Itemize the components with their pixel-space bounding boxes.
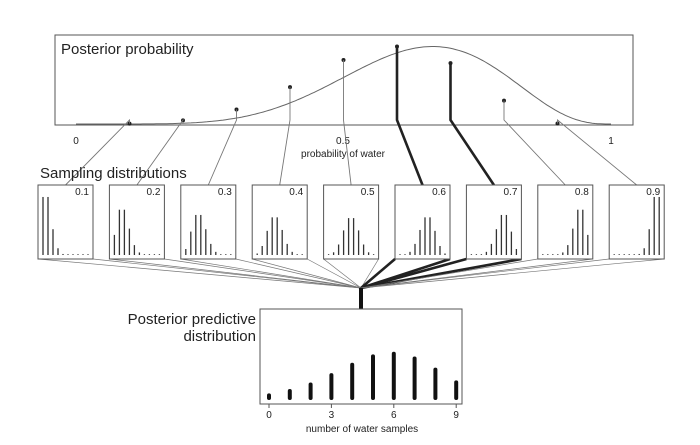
sampling-connector (360, 257, 522, 290)
sampling-panel-frame (251, 184, 308, 260)
predictive-title-line2: distribution (183, 328, 256, 345)
sampling-panel-frame (537, 184, 594, 260)
sampling-connector (360, 258, 379, 289)
sampling-connector (360, 257, 467, 290)
sampling-panel-frame (37, 184, 94, 260)
sampling-panel-label: 0.2 (146, 187, 160, 198)
sampling-connector (360, 258, 538, 289)
sampling-panel-frame (108, 184, 165, 260)
sampling-panel: 0.8 (537, 184, 594, 260)
predictive-tick-label: 0 (266, 410, 272, 421)
sampling-panel: 0.6 (394, 184, 451, 260)
sampling-panel: 0.4 (251, 184, 308, 260)
sampling-panel-frame (394, 184, 451, 260)
posterior-connector (557, 119, 637, 186)
sampling-panel: 0.3 (180, 184, 237, 260)
sampling-panel-label: 0.8 (575, 187, 589, 198)
sampling-panels: 0.1 0.2 0.3 0.4 0.5 0.6 0.7 0.8 0.9 (37, 184, 665, 260)
sampling-panel: 0.9 (608, 184, 665, 260)
sampling-connector (37, 258, 362, 289)
sampling-connector (164, 258, 362, 289)
sampling-panel-frame (465, 184, 522, 260)
posterior-connector (136, 118, 184, 186)
sampling-connector (252, 258, 362, 289)
predictive-title-line1: Posterior predictive (128, 311, 256, 328)
sampling-connector (235, 258, 362, 289)
sampling-panel-label: 0.4 (289, 187, 303, 198)
posterior-tick-1: 1 (608, 136, 614, 147)
sampling-connector (360, 258, 396, 289)
predictive-frame (259, 308, 463, 405)
posterior-connector (207, 109, 237, 186)
sampling-connector (109, 258, 362, 289)
sampling-panel-label: 0.9 (646, 187, 660, 198)
posterior-tick-05: 0.5 (336, 136, 350, 147)
predictive-tick-label: 3 (329, 410, 335, 421)
posterior-connector (343, 60, 352, 186)
sampling-title: Sampling distributions (40, 165, 187, 182)
sampling-panel-frame (323, 184, 380, 260)
sampling-panel-label: 0.3 (218, 187, 232, 198)
sampling-connector (180, 258, 362, 289)
posterior-tick-0: 0 (73, 136, 79, 147)
predictive-panel: Posterior predictive distribution 0 3 6 9 n… (128, 308, 463, 435)
sampling-panel: 0.5 (323, 184, 380, 260)
posterior-connector (279, 87, 291, 186)
posterior-connector (65, 118, 130, 186)
sampling-panel-frame (180, 184, 237, 260)
sampling-to-predictive-connectors (37, 257, 665, 309)
sampling-connector (360, 258, 665, 289)
predictive-tick-label: 6 (391, 410, 397, 421)
sampling-panel-label: 0.6 (432, 187, 446, 198)
predictive-bars (267, 351, 459, 400)
posterior-connector (503, 100, 566, 186)
posterior-panel: Posterior probability 0 0.5 1 probabilit… (54, 34, 634, 160)
posterior-connector (449, 63, 495, 186)
sampling-panel: 0.2 (108, 184, 165, 260)
sampling-panel: 0.7 (465, 184, 522, 260)
predictive-x-ticks: 0 3 6 9 (266, 404, 459, 421)
sampling-panel-frame (608, 184, 665, 260)
predictive-x-axis-label: number of water samples (306, 424, 418, 435)
sampling-panel-label: 0.1 (75, 187, 89, 198)
sampling-connector (360, 258, 610, 289)
predictive-tick-label: 9 (453, 410, 459, 421)
posterior-to-sampling-connectors (65, 46, 637, 186)
posterior-title: Posterior probability (61, 41, 194, 58)
sampling-connector (307, 258, 362, 289)
sampling-connector (323, 258, 362, 289)
sampling-panel-label: 0.7 (503, 187, 517, 198)
posterior-connector (395, 46, 424, 186)
sampling-panel: 0.1 (37, 184, 94, 260)
sampling-panel-label: 0.5 (361, 187, 375, 198)
posterior-x-axis-label: probability of water (301, 149, 386, 160)
